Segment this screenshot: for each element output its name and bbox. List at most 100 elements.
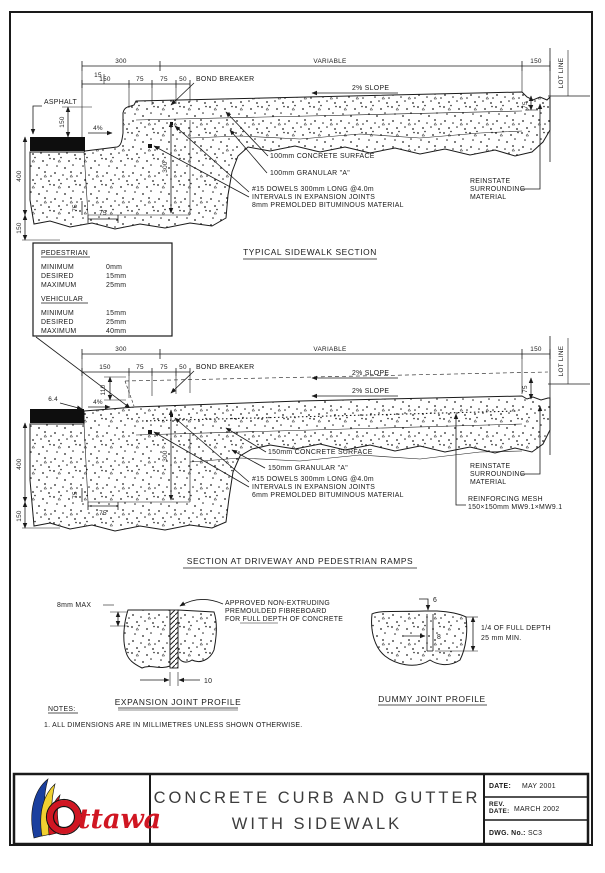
asphalt-block-2 xyxy=(30,409,84,423)
ej-10-label: 10 xyxy=(204,678,212,685)
dim-75-depth-1: 75 xyxy=(72,204,79,212)
granular-note-1: 100mm GRANULAR "A" xyxy=(270,170,350,177)
dj-depth-line2: 25 mm MIN. xyxy=(481,635,522,642)
title-block-border xyxy=(12,772,590,846)
veh-row3-value: 40mm xyxy=(106,328,126,335)
logo-ring-outer xyxy=(45,798,83,836)
reinstate-leader-1 xyxy=(521,103,543,190)
curb-left-line-1 xyxy=(83,151,89,216)
veh-row1-label: MINIMUM xyxy=(41,310,74,317)
dim-150-right-1: 150 xyxy=(530,58,542,65)
dowel-leader-2b xyxy=(153,431,250,488)
asphalt-block-1 xyxy=(30,137,85,151)
pedestrian-header: PEDESTRIAN xyxy=(41,250,88,257)
ej-note-line1: APPROVED NON-EXTRUDING xyxy=(225,600,330,607)
dim-300-top-1: 300 xyxy=(115,58,127,65)
dim-75b-1: 75 xyxy=(160,76,168,83)
concrete-note-1: 100mm CONCRETE SURFACE xyxy=(270,153,375,160)
dowel-note-line1-1: #15 DOWELS 300mm LONG @4.0m xyxy=(252,186,374,193)
logo-ring xyxy=(47,800,81,834)
dowel-note-line3-1: 8mm PREMOLDED BITUMINOUS MATERIAL xyxy=(252,202,404,209)
dim-300-depth-1: 300 xyxy=(162,161,169,173)
concrete-note-2: 150mm CONCRETE SURFACE xyxy=(268,449,373,456)
ghost-ramp-line xyxy=(124,380,135,407)
dowel-note-line2-1: INTERVALS IN EXPANSION JOINTS xyxy=(252,194,375,201)
dim-110-label: 110 xyxy=(100,384,107,395)
ramp-lip-box: PEDESTRIAN MINIMUM 0mm DESIRED 15mm MAXI… xyxy=(32,242,173,409)
granular-leader-2 xyxy=(231,449,266,469)
ped-row2-value: 15mm xyxy=(106,273,126,280)
ej-note-line2: PREMOULDED FIBREBOARD xyxy=(225,608,327,615)
curb-left-line-2 xyxy=(83,423,89,503)
reinstate-leader-2 xyxy=(521,405,543,475)
dim-50-2: 50 xyxy=(179,364,187,371)
notes-header: NOTES: xyxy=(48,706,75,713)
rev-label-line1: REV. xyxy=(489,801,505,808)
date-value: MAY 2001 xyxy=(522,783,556,790)
dim-6-4-leader xyxy=(59,402,83,410)
note-item-1: 1. ALL DIMENSIONS ARE IN MILLIMETRES UNL… xyxy=(44,722,302,729)
dim-75-depth-2: 75 xyxy=(72,491,79,499)
dowel-2a xyxy=(148,430,152,434)
dim-chain-top-2 xyxy=(81,349,551,409)
dwg-label: DWG. No.: xyxy=(489,830,526,837)
section1-caption: TYPICAL SIDEWALK SECTION xyxy=(243,247,377,257)
ej-concrete-left xyxy=(123,609,171,669)
dim-150-right-2: 150 xyxy=(530,346,542,353)
dim-300-depth-2: 300 xyxy=(162,450,169,462)
dim-400-1: 400 xyxy=(16,170,23,182)
dj-6-leader xyxy=(419,598,431,611)
dim-75a-2: 75 xyxy=(136,364,144,371)
reinstate-line1-1: REINSTATE xyxy=(470,178,510,185)
ghost-sidewalk-line xyxy=(124,371,549,382)
veh-row2-label: DESIRED xyxy=(41,319,74,326)
dj-depth-line1: 1/4 OF FULL DEPTH xyxy=(481,625,551,632)
bond-breaker-label-2: BOND BREAKER xyxy=(196,364,254,371)
dim-variable-1: VARIABLE xyxy=(313,58,346,65)
dim-150-base-2: 150 xyxy=(16,510,23,522)
section2-caption: SECTION AT DRIVEWAY AND PEDESTRIAN RAMPS xyxy=(187,556,413,566)
dj-8-label: 8 xyxy=(437,634,441,641)
ej-title: EXPANSION JOINT PROFILE xyxy=(115,697,242,707)
concrete-leader-2 xyxy=(225,427,267,453)
dowel-note-line1-2: #15 DOWELS 300mm LONG @4.0m xyxy=(252,476,374,483)
logo-wordmark: ttawa xyxy=(78,804,161,835)
reinstate-line2-1: SURROUNDING xyxy=(470,186,525,193)
ped-row2-label: DESIRED xyxy=(41,273,74,280)
ej-note-line3: FOR FULL DEPTH OF CONCRETE xyxy=(225,616,343,623)
slab-bottom-line-1 xyxy=(135,110,523,121)
dim-300-top-2: 300 xyxy=(115,346,127,353)
ej-note-leader xyxy=(179,599,224,607)
slab-bottom-line-2 xyxy=(135,423,523,436)
rev-value: MARCH 2002 xyxy=(514,806,560,813)
reinstate-line3-2: MATERIAL xyxy=(470,479,506,486)
ramp-box-leader xyxy=(35,336,131,409)
dim-150-sub-1: 150 xyxy=(99,76,111,83)
dowel-note-line3-2: 6mm PREMOLDED BITUMINOUS MATERIAL xyxy=(252,492,404,499)
drawing-title-line1: CONCRETE CURB AND GUTTER xyxy=(154,789,481,807)
dim-variable-2: VARIABLE xyxy=(313,346,346,353)
lot-line-group-2 xyxy=(528,336,590,455)
gutter-slope-label-2: 4% xyxy=(93,399,103,406)
drawing-title-line2: WITH SIDEWALK xyxy=(232,815,402,833)
ej-fibreboard-strip xyxy=(169,609,179,669)
ej-concrete-right xyxy=(177,609,217,663)
veh-row1-value: 15mm xyxy=(106,310,126,317)
dowel-1b xyxy=(170,122,173,125)
dim-75-base-2: 75 xyxy=(99,510,107,517)
dowel-note-line2-2: INTERVALS IN EXPANSION JOINTS xyxy=(252,484,375,491)
mesh-leader xyxy=(453,413,466,506)
mesh-note-line2: 150×150mm MW9.1×MW9.1 xyxy=(468,504,562,511)
dowel-leader-1a xyxy=(174,125,250,193)
granular-bottom-line-1 xyxy=(189,130,523,140)
driveway-section: 300 VARIABLE 150 150 75 75 50 BOND BREAK… xyxy=(16,336,590,569)
lot-line-label-2: LOT LINE xyxy=(558,346,565,377)
date-label: DATE: xyxy=(489,783,511,790)
reinstate-line1-2: REINSTATE xyxy=(470,463,510,470)
reinstate-line3-1: MATERIAL xyxy=(470,194,506,201)
dim-75-base-1: 75 xyxy=(99,210,107,217)
veh-row3-label: MAXIMUM xyxy=(41,328,76,335)
asphalt-leader-1 xyxy=(30,105,42,135)
gutter-slope-label-1: 4% xyxy=(93,125,103,132)
